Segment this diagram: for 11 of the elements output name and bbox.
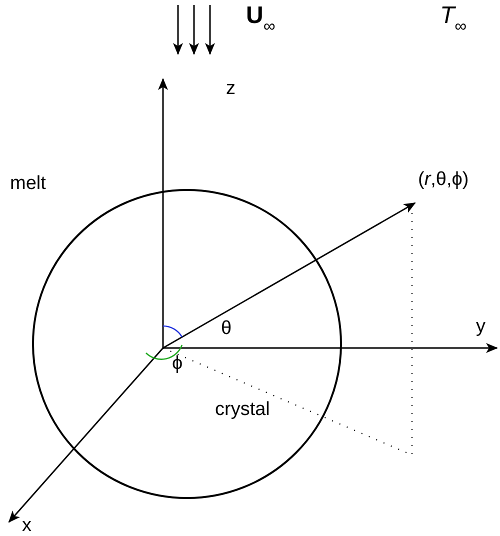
sphere: [32, 189, 342, 499]
symbol-label: θ: [221, 319, 232, 338]
symbol-label: melt: [10, 174, 46, 193]
symbol-label: U$_{∞}$: [246, 4, 276, 36]
symbol-label: T$_{∞}$: [440, 4, 467, 36]
sphere-label: crystal: [215, 399, 270, 421]
symbol-label: x: [22, 516, 32, 535]
symbol-label: z: [226, 79, 236, 98]
symbol-label: (r,θ,ϕ): [418, 170, 469, 189]
symbol-label: y: [476, 317, 486, 336]
symbol-label: ϕ: [172, 354, 183, 373]
